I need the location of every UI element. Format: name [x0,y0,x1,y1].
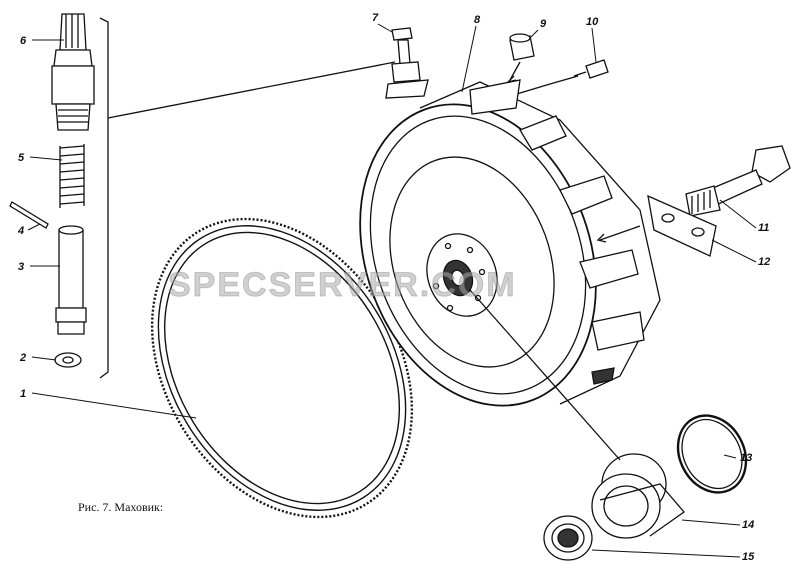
callout-2: 2 [20,352,27,364]
part-6-shaft-tip [51,13,95,131]
assembly-bracket [99,17,396,379]
callout-9: 9 [540,18,547,30]
callout-4: 4 [18,225,25,237]
callout-12: 12 [758,256,771,268]
part-11-bolt [685,145,791,217]
part-8-flywheel [359,79,661,407]
part-2-washer [54,352,82,368]
callout-3: 3 [18,261,25,273]
assembly-axis [469,289,621,461]
watermark: SPECSERVER.COM [168,266,517,305]
callout-8: 8 [474,14,481,26]
part-4-pin [9,201,49,229]
callout-14: 14 [742,519,755,531]
part-14-bearing-housing [591,453,685,539]
part-5-spring [59,144,85,208]
callout-13: 13 [740,452,753,464]
callout-1: 1 [20,388,27,400]
part-15-bearing [543,515,593,561]
callout-11: 11 [758,222,770,234]
leader-lines [27,23,757,558]
part-3-plunger [55,225,87,335]
callout-6: 6 [20,35,27,47]
callout-5: 5 [18,152,25,164]
figure-caption: Рис. 7. Маховик: [78,500,164,514]
part-9-bushing [505,33,535,84]
part-13-snap-ring [676,414,748,494]
part-10-screw [509,59,609,97]
callout-15: 15 [742,551,755,563]
part-12-lock-plate [596,194,717,257]
callout-10: 10 [586,16,599,28]
callout-7: 7 [372,12,379,24]
part-7-fitting [385,27,429,99]
